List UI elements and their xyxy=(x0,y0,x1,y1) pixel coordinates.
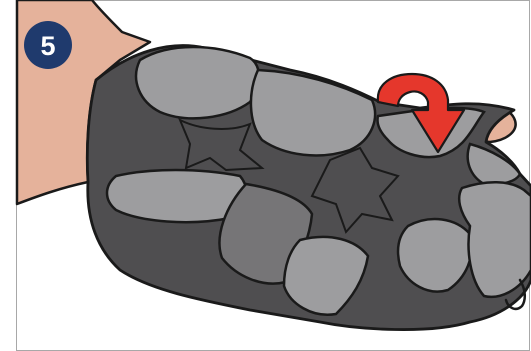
step-number: 5 xyxy=(40,31,55,61)
camo-patch xyxy=(251,70,375,155)
camo-patch xyxy=(136,47,259,118)
step-badge: 5 xyxy=(24,21,72,69)
